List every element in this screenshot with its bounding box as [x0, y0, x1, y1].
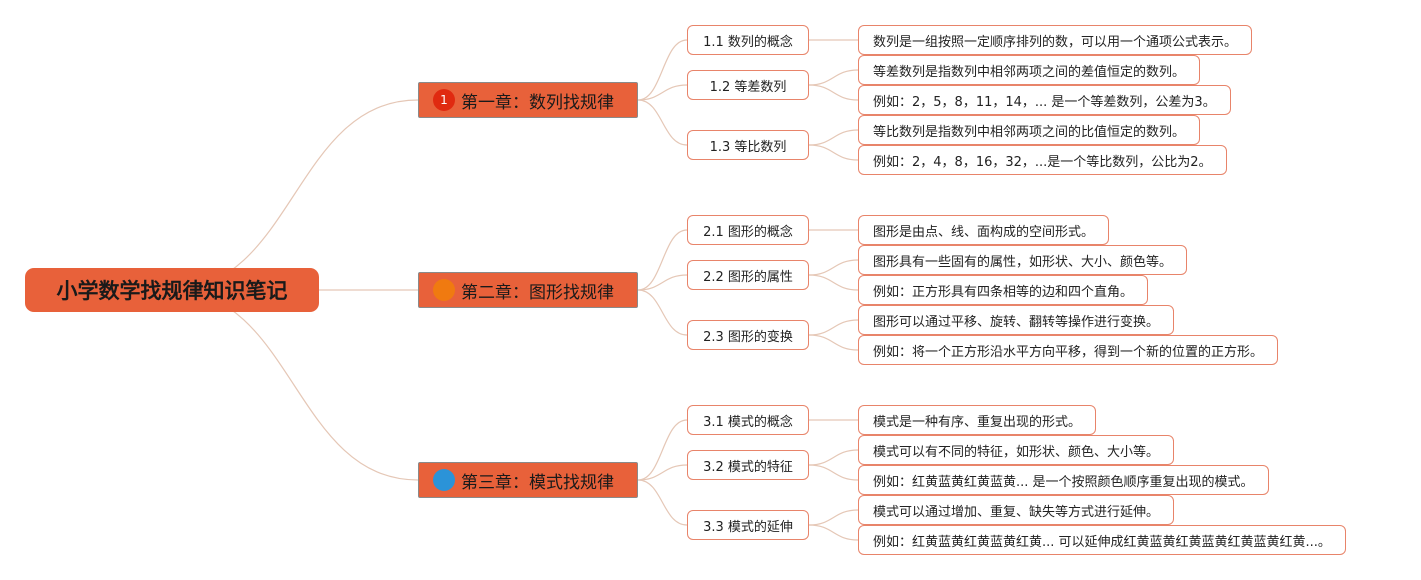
number-badge-icon [433, 469, 455, 491]
detail-node[interactable]: 模式可以有不同的特征，如形状、颜色、大小等。 [858, 435, 1175, 465]
connector-line [808, 144, 859, 161]
connector-line [808, 84, 859, 101]
detail-text: 图形可以通过平移、旋转、翻转等操作进行变换。 [873, 314, 1160, 330]
detail-text: 例如：2，5，8，11，14，... 是一个等差数列，公差为3。 [873, 94, 1216, 110]
root-node[interactable]: 小学数学找规律知识笔记 [25, 268, 319, 312]
detail-text: 等比数列是指数列中相邻两项之间的比值恒定的数列。 [873, 124, 1186, 140]
detail-node[interactable]: 例如：正方形具有四条相等的边和四个直角。 [858, 275, 1149, 305]
detail-node[interactable]: 等差数列是指数列中相邻两项之间的差值恒定的数列。 [858, 55, 1201, 85]
section-label: 2.2 图形的属性 [703, 269, 793, 285]
section-label: 1.1 数列的概念 [703, 34, 793, 50]
connector-line [808, 524, 859, 541]
detail-text: 等差数列是指数列中相邻两项之间的差值恒定的数列。 [873, 64, 1186, 80]
connector-line [808, 334, 859, 351]
detail-node[interactable]: 图形具有一些固有的属性，如形状、大小、颜色等。 [858, 245, 1188, 275]
section-label: 2.1 图形的概念 [703, 224, 793, 240]
chapter-label: 第二章：图形找规律 [461, 282, 614, 303]
detail-node[interactable]: 数列是一组按照一定顺序排列的数，可以用一个通项公式表示。 [858, 25, 1253, 55]
connector-line [637, 229, 688, 291]
connector-line [808, 509, 859, 526]
section-node[interactable]: 2.2 图形的属性 [687, 260, 809, 290]
section-node[interactable]: 3.1 模式的概念 [687, 405, 809, 435]
connector-line [637, 464, 688, 481]
chapter-label: 第一章：数列找规律 [461, 92, 614, 113]
detail-text: 数列是一组按照一定顺序排列的数，可以用一个通项公式表示。 [873, 34, 1238, 50]
section-label: 2.3 图形的变换 [703, 329, 793, 345]
detail-node[interactable]: 图形是由点、线、面构成的空间形式。 [858, 215, 1110, 245]
section-node[interactable]: 1.1 数列的概念 [687, 25, 809, 55]
section-label: 3.2 模式的特征 [703, 459, 793, 475]
detail-node[interactable]: 例如：红黄蓝黄红黄蓝黄红黄... 可以延伸成红黄蓝黄红黄蓝黄红黄蓝黄红黄...。 [858, 525, 1346, 555]
detail-text: 图形具有一些固有的属性，如形状、大小、颜色等。 [873, 254, 1173, 270]
detail-node[interactable]: 图形可以通过平移、旋转、翻转等操作进行变换。 [858, 305, 1175, 335]
detail-text: 例如：红黄蓝黄红黄蓝黄红黄... 可以延伸成红黄蓝黄红黄蓝黄红黄蓝黄红黄...。 [873, 534, 1331, 550]
section-node[interactable]: 1.3 等比数列 [687, 130, 809, 160]
detail-text: 例如：红黄蓝黄红黄蓝黄... 是一个按照颜色顺序重复出现的模式。 [873, 474, 1254, 490]
section-node[interactable]: 3.3 模式的延伸 [687, 510, 809, 540]
section-label: 3.1 模式的概念 [703, 414, 793, 430]
connector-line [637, 39, 688, 101]
connector-line [169, 99, 419, 291]
detail-node[interactable]: 模式可以通过增加、重复、缺失等方式进行延伸。 [858, 495, 1175, 525]
detail-node[interactable]: 等比数列是指数列中相邻两项之间的比值恒定的数列。 [858, 115, 1201, 145]
connector-line [637, 289, 688, 336]
root-label: 小学数学找规律知识笔记 [56, 279, 288, 303]
detail-node[interactable]: 例如：红黄蓝黄红黄蓝黄... 是一个按照颜色顺序重复出现的模式。 [858, 465, 1269, 495]
section-label: 3.3 模式的延伸 [703, 519, 793, 535]
detail-text: 图形是由点、线、面构成的空间形式。 [873, 224, 1095, 240]
chapter-node-3[interactable]: 第三章：模式找规律 [418, 462, 638, 498]
detail-text: 例如：正方形具有四条相等的边和四个直角。 [873, 284, 1134, 300]
connector-line [808, 129, 859, 146]
connector-line [808, 449, 859, 466]
detail-node[interactable]: 例如：将一个正方形沿水平方向平移，得到一个新的位置的正方形。 [858, 335, 1279, 365]
detail-node[interactable]: 模式是一种有序、重复出现的形式。 [858, 405, 1097, 435]
connector-line [808, 259, 859, 276]
connector-line [637, 419, 688, 481]
detail-text: 例如：2，4，8，16，32，...是一个等比数列，公比为2。 [873, 154, 1212, 170]
chapter-label: 第三章：模式找规律 [461, 472, 614, 493]
detail-node[interactable]: 例如：2，4，8，16，32，...是一个等比数列，公比为2。 [858, 145, 1227, 175]
connector-line [808, 319, 859, 336]
number-badge-icon [433, 279, 455, 301]
chapter-node-1[interactable]: 1 第一章：数列找规律 [418, 82, 638, 118]
connector-line [637, 99, 688, 146]
chapter-node-2[interactable]: 第二章：图形找规律 [418, 272, 638, 308]
connector-line [808, 274, 859, 291]
detail-text: 例如：将一个正方形沿水平方向平移，得到一个新的位置的正方形。 [873, 344, 1264, 360]
section-label: 1.2 等差数列 [709, 79, 787, 95]
detail-node[interactable]: 例如：2，5，8，11，14，... 是一个等差数列，公差为3。 [858, 85, 1231, 115]
section-node[interactable]: 2.3 图形的变换 [687, 320, 809, 350]
detail-text: 模式是一种有序、重复出现的形式。 [873, 414, 1082, 430]
connector-line [637, 84, 688, 101]
section-node[interactable]: 1.2 等差数列 [687, 70, 809, 100]
connector-line [169, 289, 419, 481]
connector-line [808, 464, 859, 481]
detail-text: 模式可以有不同的特征，如形状、颜色、大小等。 [873, 444, 1160, 460]
connector-line [637, 274, 688, 291]
section-node[interactable]: 3.2 模式的特征 [687, 450, 809, 480]
connector-line [637, 479, 688, 526]
number-badge-icon: 1 [433, 89, 455, 111]
detail-text: 模式可以通过增加、重复、缺失等方式进行延伸。 [873, 504, 1160, 520]
connector-line [808, 69, 859, 86]
section-node[interactable]: 2.1 图形的概念 [687, 215, 809, 245]
section-label: 1.3 等比数列 [709, 139, 787, 155]
